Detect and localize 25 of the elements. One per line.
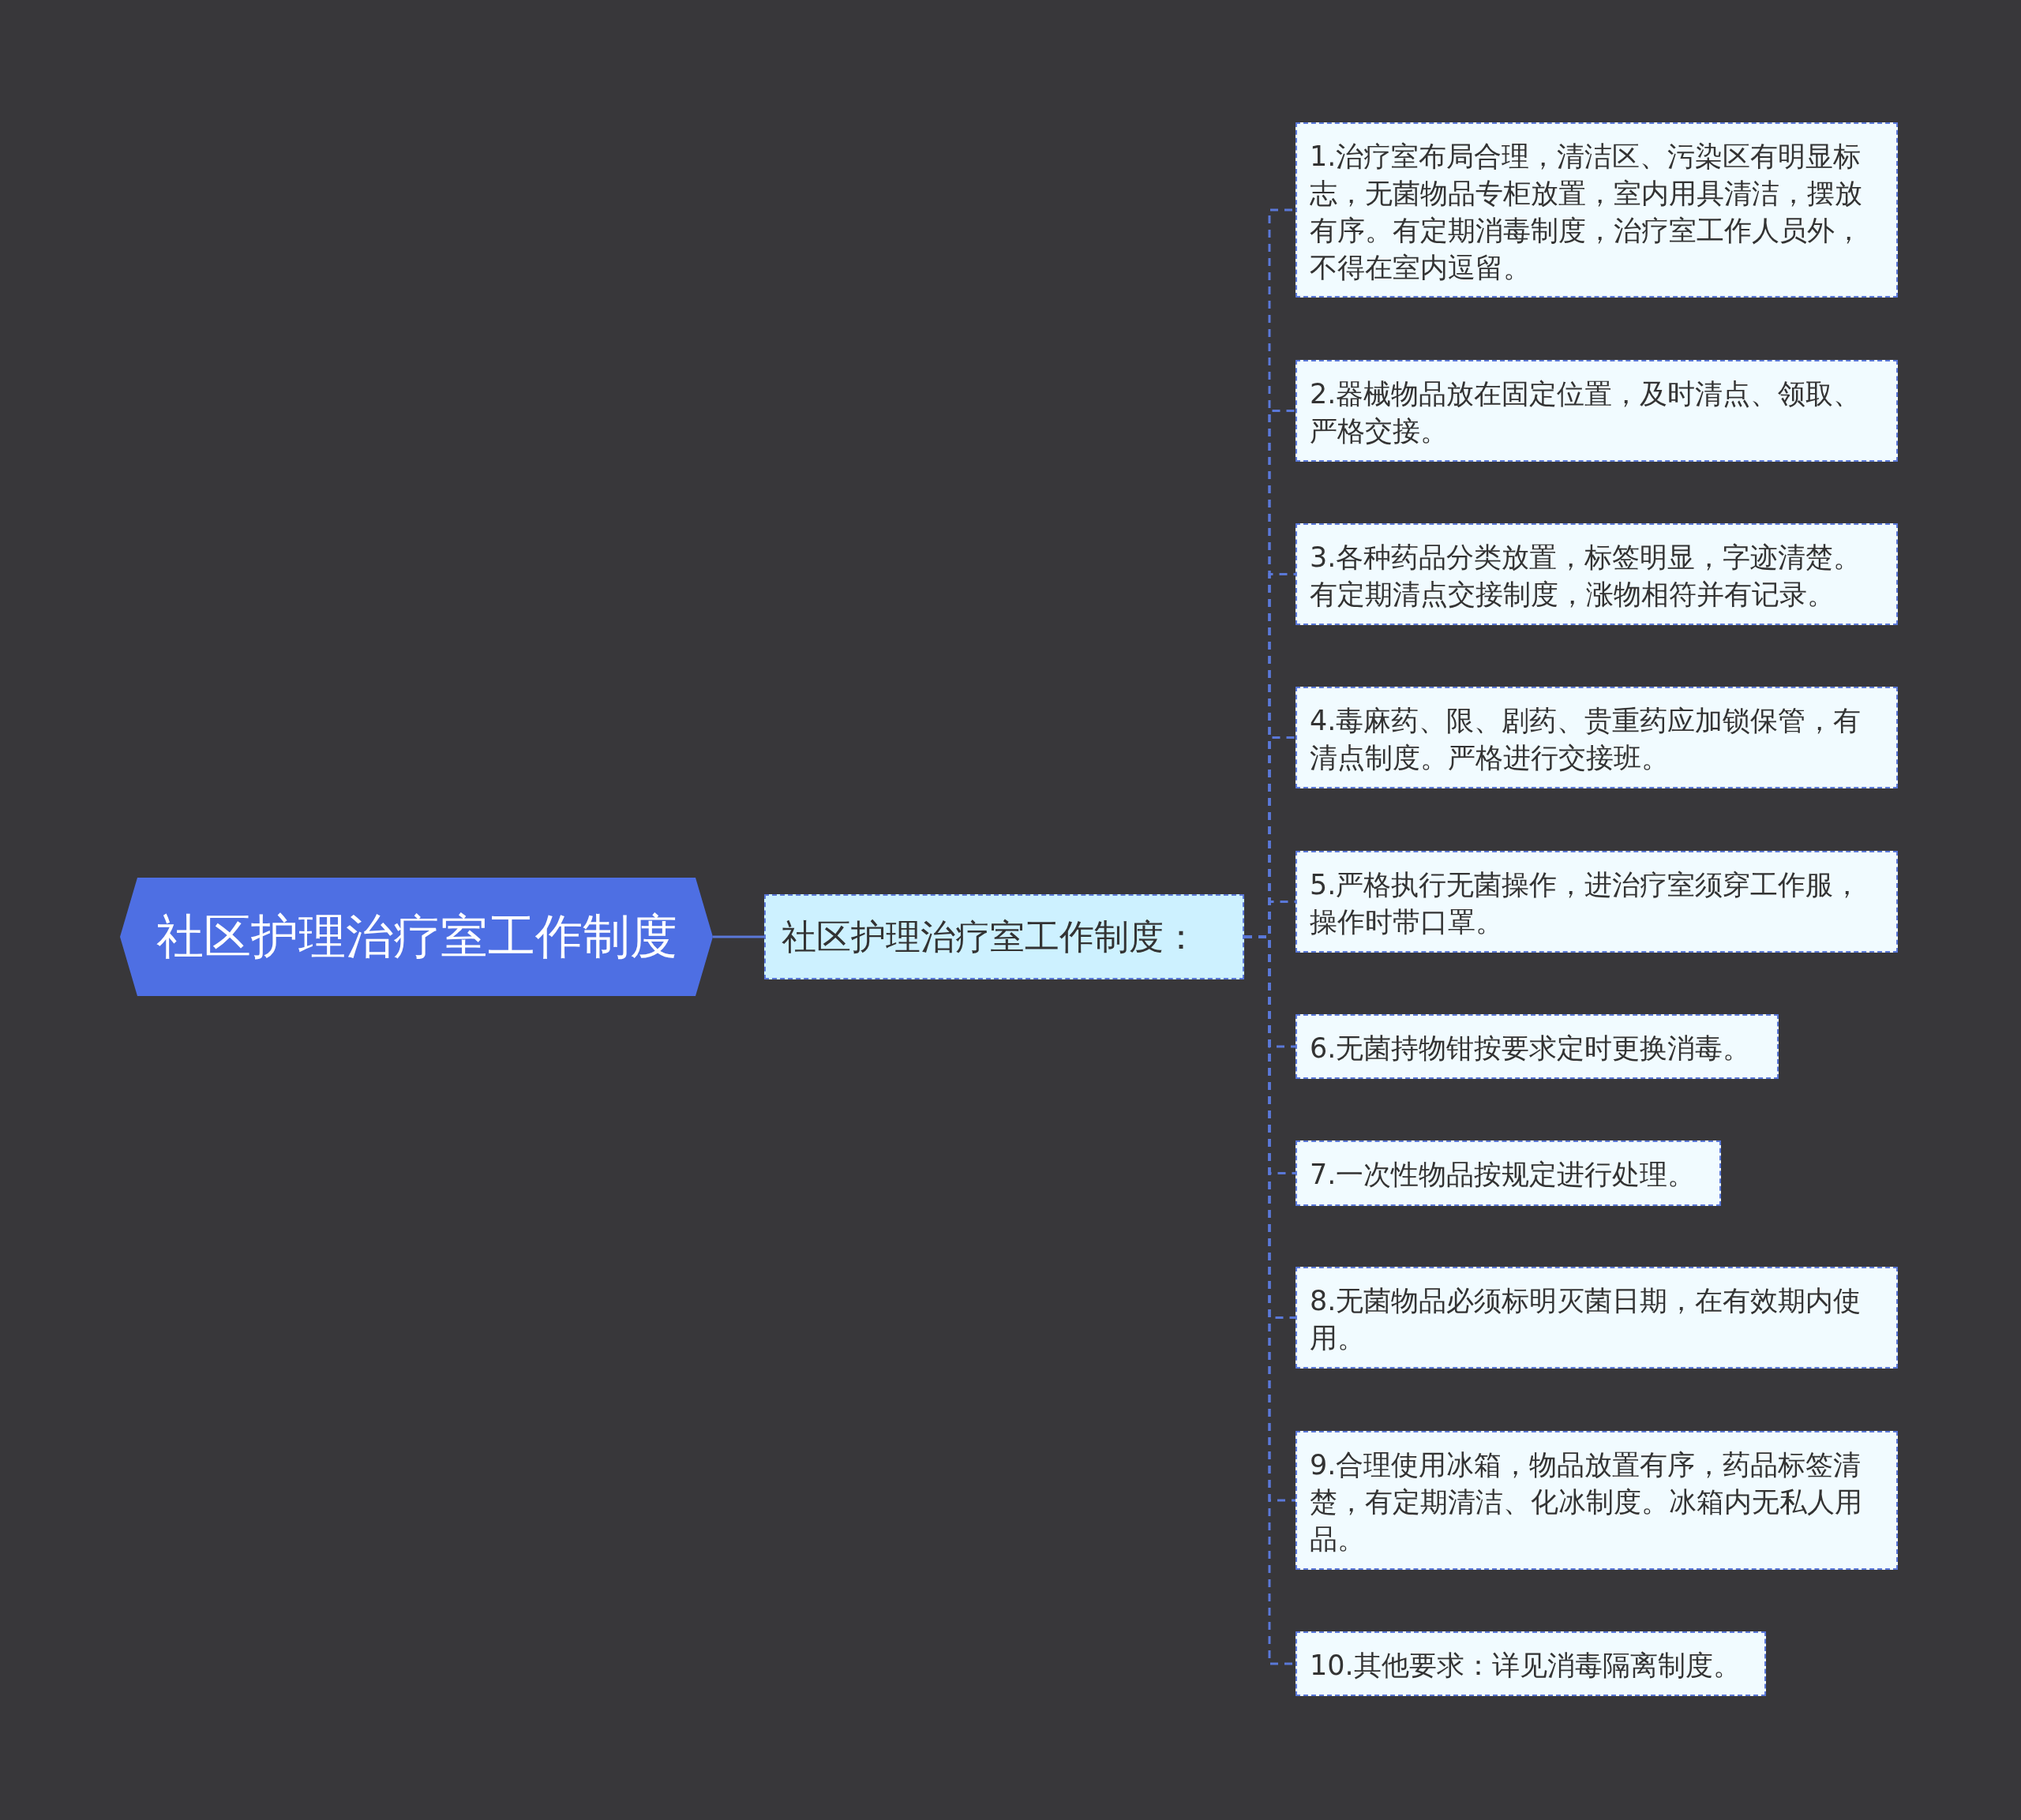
note-text: 4.毒麻药、限、剧药、贵重药应加锁保管，有清点制度。严格进行交接班。 [1310,705,1862,773]
note-box [1295,1014,1779,1079]
note-text: 6.无菌持物钳按要求定时更换消毒。 [1310,1032,1751,1064]
note-box [1295,1631,1766,1696]
title-text: 社区护理治疗室工作制度 [156,907,677,965]
note-box [1295,1267,1898,1369]
note-text: 3.各种药品分类放置，标签明显，字迹清楚。有定期清点交接制度，涨物相符并有记录。 [1310,541,1862,610]
note-text: 2.器械物品放在固定位置，及时清点、领取、严格交接。 [1310,378,1862,447]
note-text: 7.一次性物品按规定进行处理。 [1310,1159,1696,1190]
topic-box [764,894,1244,979]
connector-line [713,935,764,938]
topic-text: 社区护理治疗室工作制度： [782,915,1198,958]
note-box [1295,687,1898,788]
note-box [1295,360,1898,462]
note-text: 5.严格执行无菌操作，进治疗室须穿工作服，操作时带口罩。 [1310,869,1862,938]
note-text: 9.合理使用冰箱，物品放置有序，药品标签清楚，有定期清洁、化冰制度。冰箱内无私人用品。 [1310,1449,1862,1555]
note-box [1295,1140,1721,1206]
note-box [1295,523,1898,625]
note-text: 1.治疗室布局合理，清洁区、污染区有明显标志，无菌物品专柜放置，室内用具清洁，摆放有序。有定期消毒制度，治疗室工作人员外，不得在室内逗留。 [1310,140,1862,283]
note-text: 10.其他要求：详见消毒隔离制度。 [1310,1650,1741,1681]
note-box [1295,1431,1898,1570]
note-box [1295,851,1898,953]
note-text: 8.无菌物品必须标明灭菌日期，在有效期内使用。 [1310,1285,1862,1354]
hexagon-node [120,878,713,996]
note-box [1295,122,1898,298]
